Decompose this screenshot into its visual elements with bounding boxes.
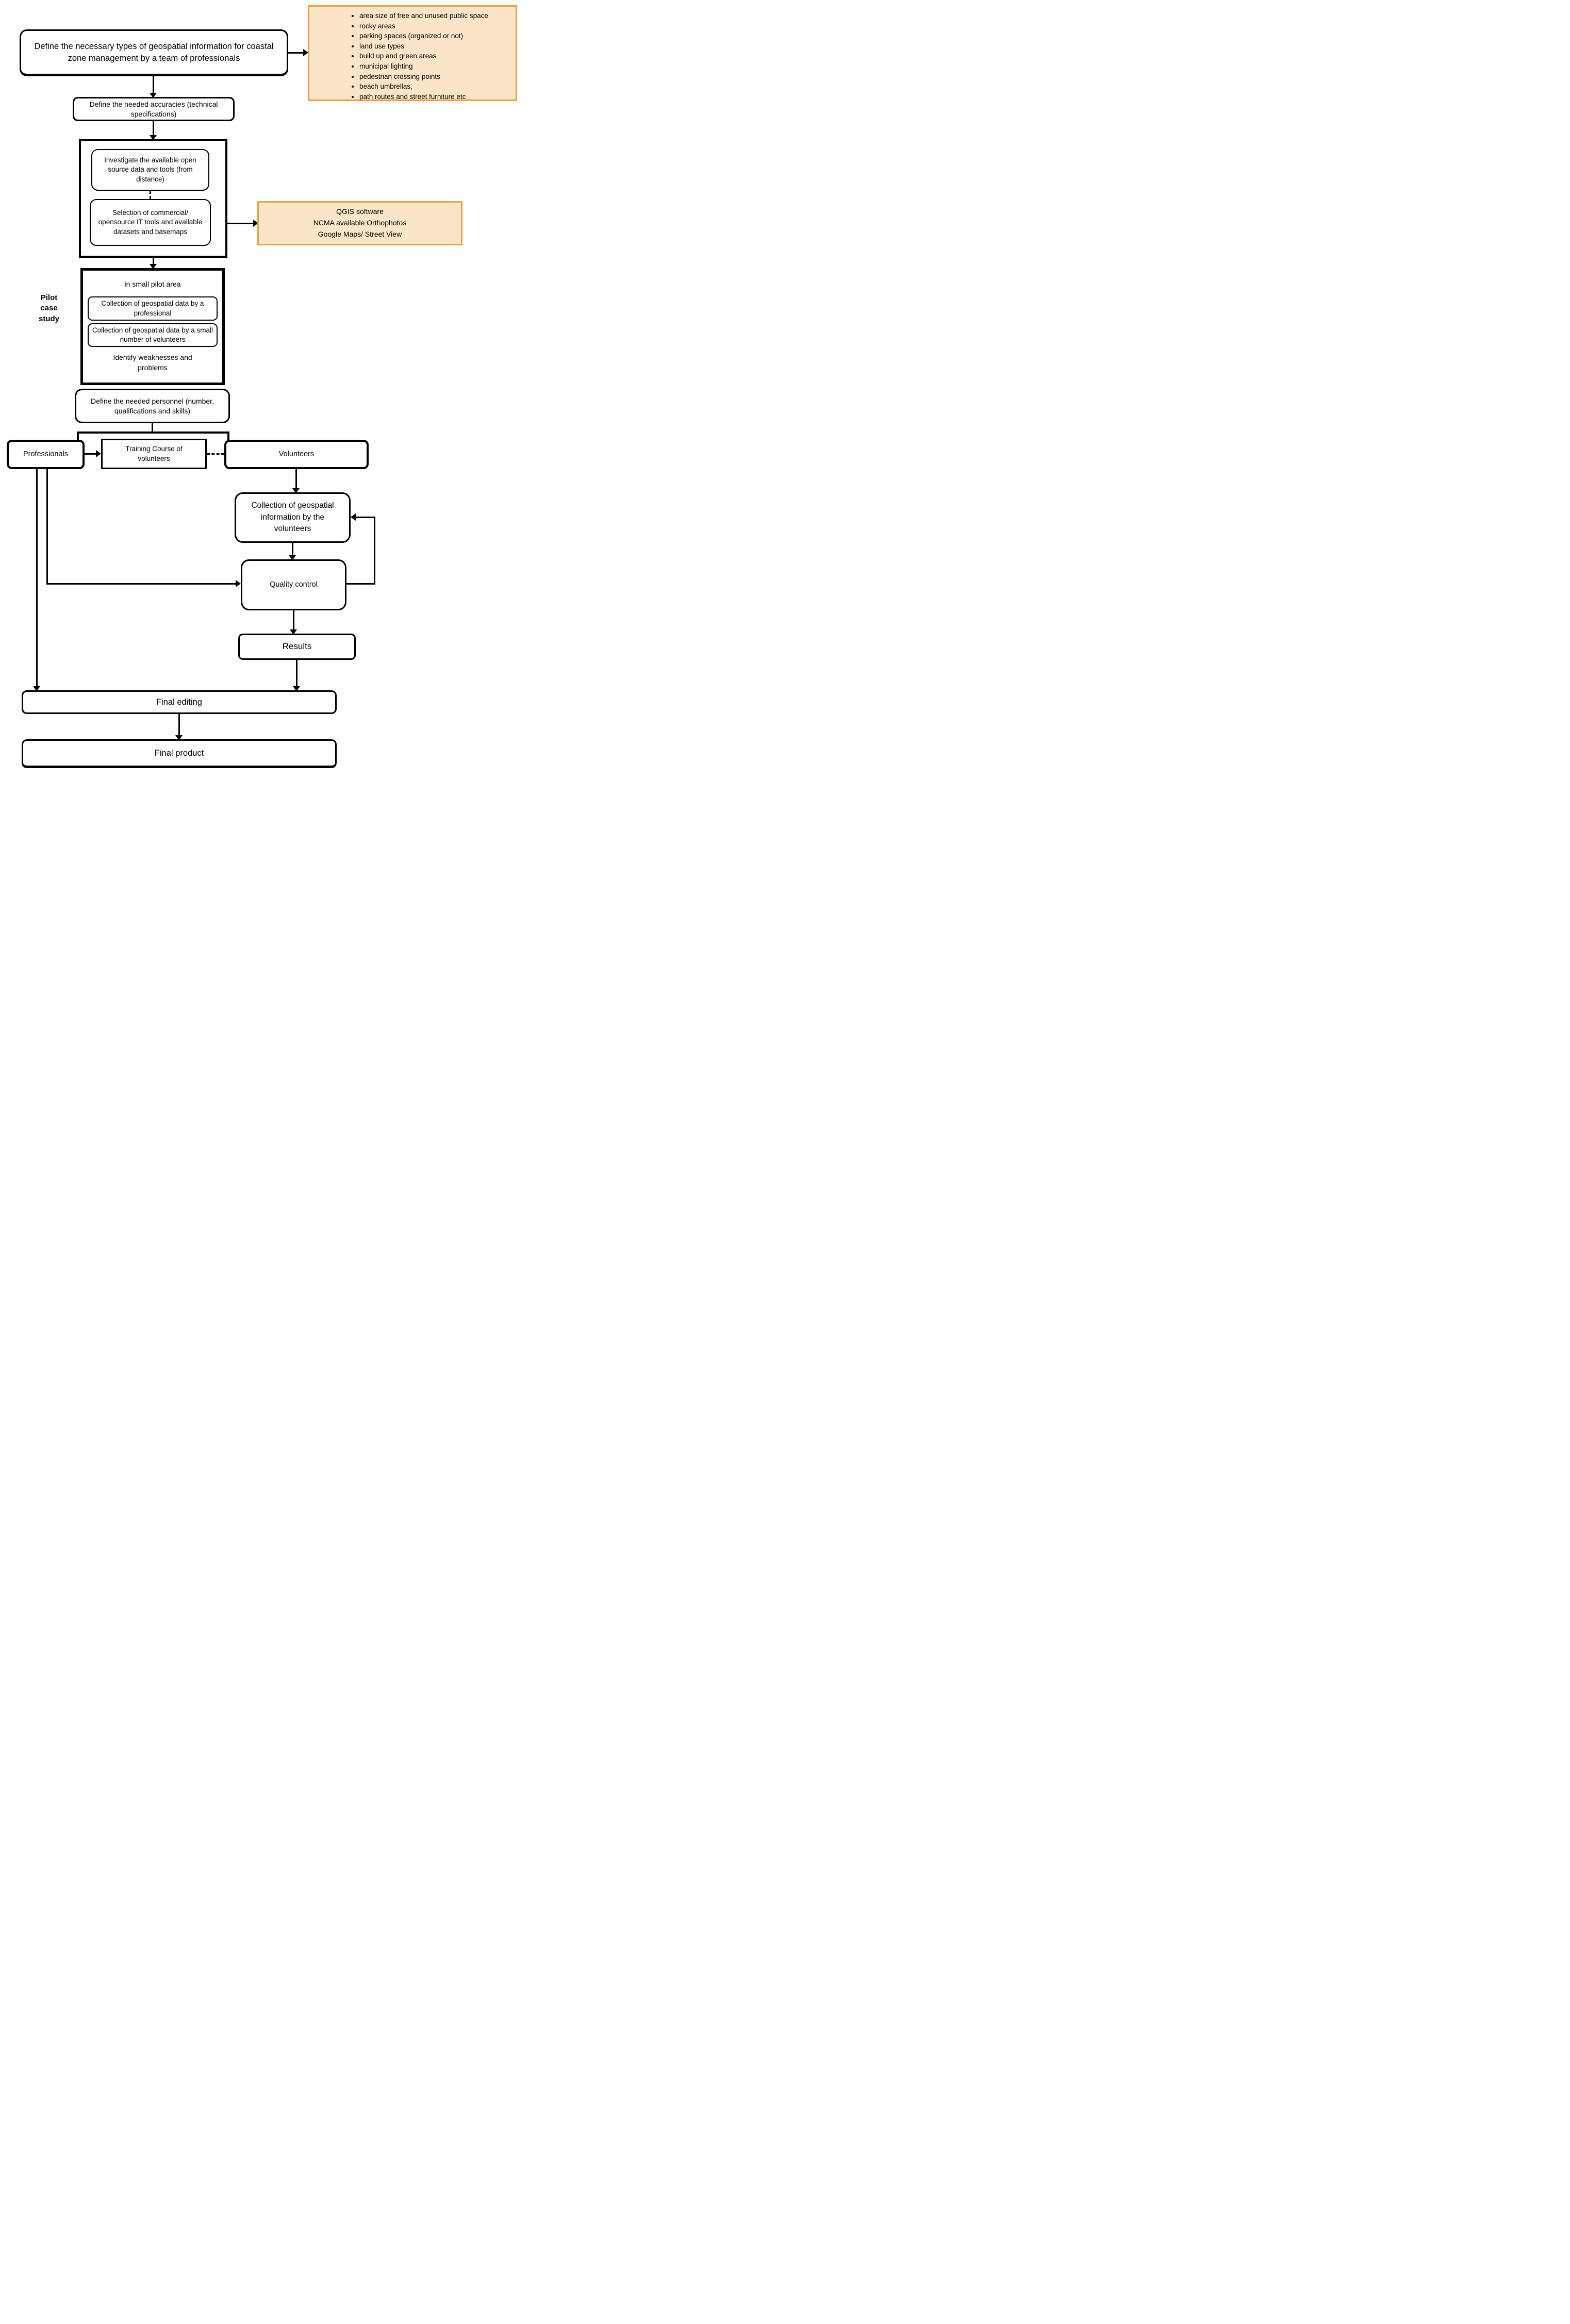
geo-info-item: beach umbrellas,	[359, 81, 488, 92]
connector-types-to-accuracies	[153, 76, 154, 93]
arrowhead-editing-to-product	[175, 735, 183, 740]
connector-volunteers-to-collection	[295, 469, 297, 488]
connector-types-to-note	[288, 52, 303, 54]
connector-collection-to-qc	[292, 543, 293, 555]
define-accuracies-box: Define the needed accuracies (technical …	[73, 97, 235, 121]
arrowhead-collection-to-qc	[289, 555, 296, 560]
bracket-right-drop	[227, 431, 229, 440]
geo-info-note-box: area size of free and unused public spac…	[308, 5, 517, 101]
investigate-box: Investigate the available open source da…	[91, 149, 209, 191]
professionals-label: Professionals	[23, 450, 69, 458]
connector-training-to-volunteers	[207, 453, 224, 455]
connector-editing-to-product	[178, 714, 180, 735]
connector-professionals-elbow-horizontal	[46, 583, 236, 585]
selection-box: Selection of commercial/ opensource IT t…	[90, 199, 211, 246]
volunteers-label: Volunteers	[278, 450, 315, 458]
define-personnel-box: Define the needed personnel (number, qua…	[75, 389, 230, 423]
selection-label: Selection of commercial/ opensource IT t…	[98, 209, 203, 236]
collection-info-box: Collection of geospatial information by …	[235, 492, 351, 543]
arrowhead-professionals-to-training	[96, 450, 101, 457]
results-box: Results	[238, 634, 356, 660]
final-product-box: Final product	[22, 739, 337, 768]
arrowhead-accuracies-to-tools	[150, 135, 157, 140]
identify-weaknesses-label: Identify weaknesses and problems	[113, 353, 192, 372]
connector-accuracies-to-tools	[153, 121, 154, 135]
tools-note-box: QGIS software NCMA available Orthophotos…	[257, 201, 462, 245]
arrowhead-types-to-note	[303, 49, 308, 56]
final-editing-box: Final editing	[22, 690, 337, 714]
feedback-qc-out	[346, 583, 375, 585]
pilot-case-study-label: Pilot case study	[38, 293, 59, 323]
connector-tools-to-pilot	[153, 258, 154, 264]
arrowhead-professionals-to-editing	[33, 686, 40, 691]
connector-professionals-to-editing	[36, 469, 38, 686]
geo-info-item: rocky areas	[359, 21, 488, 31]
collect-small-volunteers-box: Collection of geospatial data by a small…	[88, 323, 218, 347]
connector-professionals-to-training	[85, 453, 96, 455]
geo-info-item: parking spaces (organized or not)	[359, 31, 488, 41]
geo-info-item: build up and green areas	[359, 51, 488, 61]
arrowhead-types-to-accuracies	[150, 93, 157, 98]
arrowhead-qc-to-results	[290, 629, 297, 635]
collection-info-label: Collection of geospatial information by …	[251, 501, 334, 534]
connector-results-to-editing	[296, 660, 298, 686]
geo-info-item: land use types	[359, 41, 488, 52]
geo-info-item: pedestrian crossing points	[359, 72, 488, 82]
define-types-box: Define the necessary types of geospatial…	[20, 29, 288, 76]
connector-investigate-to-selection	[150, 191, 151, 199]
define-types-label: Define the necessary types of geospatial…	[34, 42, 274, 63]
connector-qc-to-results	[293, 610, 294, 629]
feedback-vertical	[374, 517, 375, 585]
connector-personnel-stub	[152, 423, 153, 431]
collect-professional-label: Collection of geospatial data by a profe…	[101, 300, 204, 317]
geo-info-list: area size of free and unused public spac…	[359, 11, 488, 102]
professionals-box: Professionals	[7, 440, 85, 469]
final-editing-label: Final editing	[156, 697, 202, 707]
investigate-label: Investigate the available open source da…	[104, 156, 196, 183]
bracket-horizontal	[77, 431, 229, 434]
geo-info-item: path routes and street furniture etc	[359, 92, 488, 102]
quality-control-label: Quality control	[270, 580, 318, 589]
define-accuracies-label: Define the needed accuracies (technical …	[89, 99, 218, 118]
flowchart-canvas: Define the necessary types of geospatial…	[0, 0, 523, 775]
connector-selection-to-toolsnote	[227, 223, 253, 224]
arrowhead-selection-to-toolsnote	[253, 220, 258, 227]
connector-professionals-elbow-vertical	[46, 469, 48, 585]
collect-small-volunteers-label: Collection of geospatial data by a small…	[92, 326, 213, 343]
arrowhead-volunteers-to-collection	[292, 488, 300, 493]
quality-control-box: Quality control	[241, 559, 346, 610]
training-box: Training Course of volunteers	[101, 439, 207, 469]
pilot-area-note-label: in small pilot area	[124, 280, 181, 288]
collect-professional-box: Collection of geospatial data by a profe…	[88, 296, 218, 321]
results-label: Results	[282, 641, 312, 652]
feedback-top	[356, 517, 375, 518]
define-personnel-label: Define the needed personnel (number, qua…	[91, 396, 214, 415]
final-product-label: Final product	[154, 748, 204, 758]
tools-note-label: QGIS software NCMA available Orthophotos…	[313, 207, 407, 238]
geo-info-item: municipal lighting	[359, 61, 488, 72]
geo-info-item: area size of free and unused public spac…	[359, 11, 488, 21]
volunteers-box: Volunteers	[224, 440, 369, 469]
arrowhead-tools-to-pilot	[150, 264, 157, 269]
bracket-left-drop	[77, 431, 79, 440]
arrowhead-professionals-to-qc	[236, 580, 241, 587]
training-label: Training Course of volunteers	[125, 445, 183, 462]
arrowhead-feedback-to-collection	[351, 513, 356, 521]
arrowhead-results-to-editing	[293, 686, 300, 691]
